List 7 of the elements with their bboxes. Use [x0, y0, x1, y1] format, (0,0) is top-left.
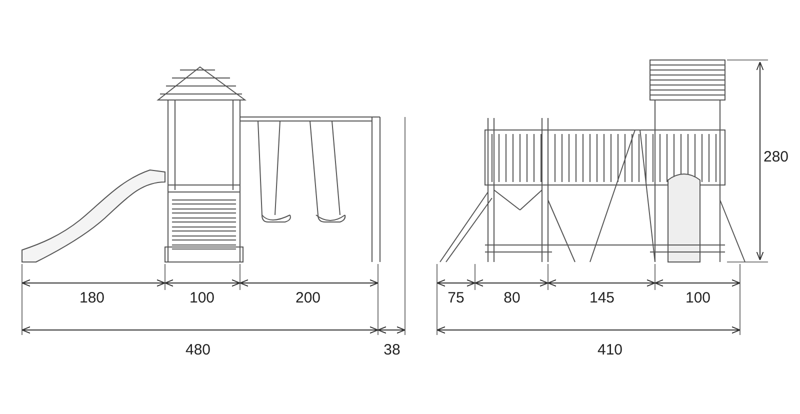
dimension-label: 200: [293, 290, 323, 306]
dimension-label: 80: [502, 290, 522, 306]
dimension-label: 38: [382, 342, 402, 358]
dimension-label: 280: [761, 150, 791, 164]
dimension-label: 480: [183, 342, 213, 358]
dimension-label: 75: [446, 290, 466, 306]
dimension-label: 410: [595, 342, 625, 358]
